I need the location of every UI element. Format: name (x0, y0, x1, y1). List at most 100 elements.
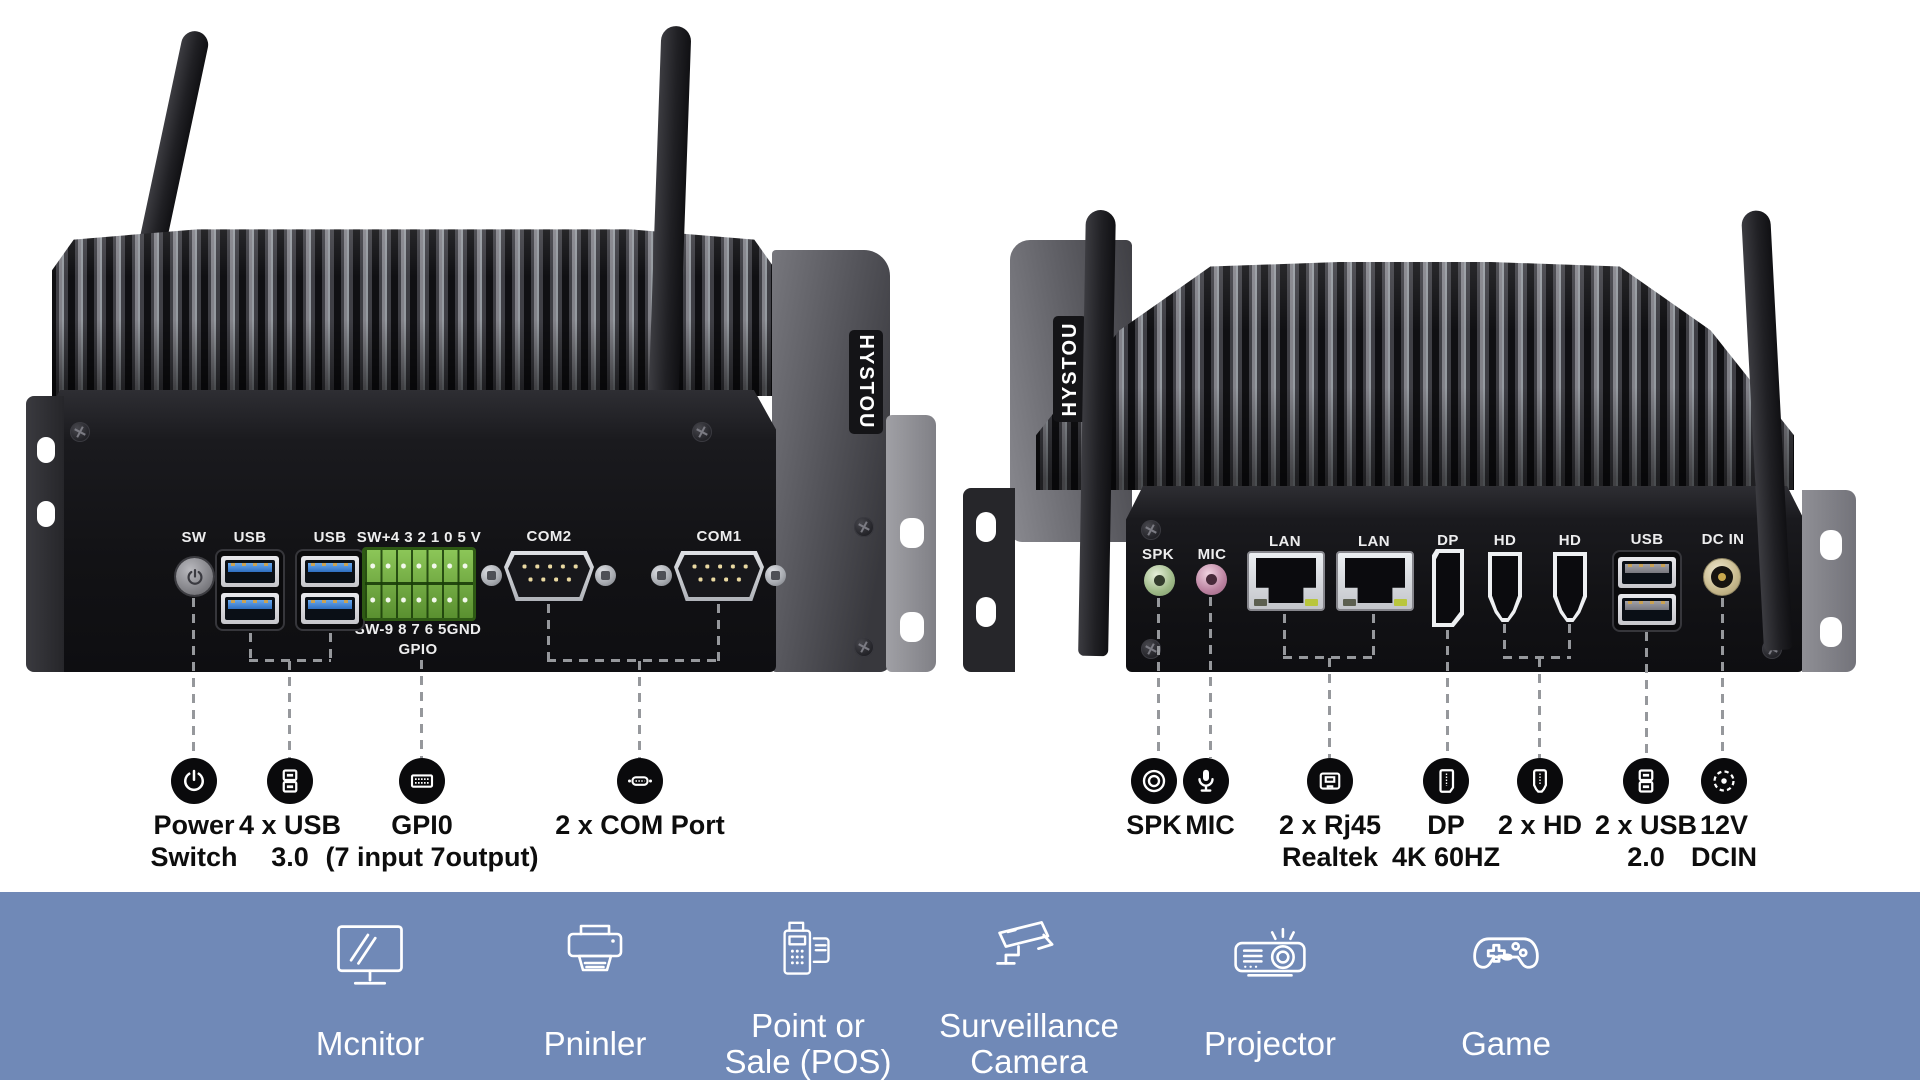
side-panel (772, 250, 890, 672)
dc-icon (1701, 758, 1747, 804)
port-label-spk: SPK (1141, 546, 1175, 563)
banner-item-camera: Surveillance Camera (919, 892, 1139, 1080)
com1-serial-port[interactable] (674, 551, 764, 601)
callout-label: SPK (1126, 810, 1182, 840)
brand-tab (849, 330, 883, 434)
callout-label: 2 x USB (1594, 810, 1698, 840)
banner-label: Surveillance (939, 1007, 1119, 1044)
brand-tab (1053, 316, 1087, 422)
banner-label: Mcnitor (315, 1025, 425, 1062)
usb-port[interactable] (221, 593, 279, 624)
usb-port[interactable] (301, 593, 359, 624)
banner-item-monitor: Mcnitor (260, 892, 480, 1080)
jack-screw (651, 565, 672, 586)
usb-port[interactable] (301, 556, 359, 587)
usb2-port-stack[interactable] (1612, 550, 1682, 632)
callout-line (249, 633, 252, 661)
port-label-dp: DP (1437, 532, 1459, 549)
callout-line (1372, 614, 1375, 658)
callout-line (1503, 624, 1506, 658)
bracket-hole (37, 501, 55, 527)
callout-line (192, 598, 195, 758)
bracket-hole (976, 512, 996, 542)
callout-line (420, 660, 423, 758)
banner-label: Pninler (543, 1025, 647, 1062)
screw (1141, 520, 1161, 540)
callout-label: DP (1427, 810, 1465, 840)
rear-panel (1126, 486, 1804, 672)
banner-item-projector: Projector (1160, 892, 1380, 1080)
usb3-port-stack[interactable] (215, 549, 285, 631)
dc-in-jack[interactable] (1703, 558, 1741, 596)
port-label-lan: LAN (1357, 533, 1391, 550)
front-panel (38, 390, 776, 672)
speaker-jack[interactable] (1144, 565, 1175, 596)
usb-port[interactable] (1618, 557, 1676, 588)
screw (692, 422, 712, 442)
banner-label: Sale (POS) (724, 1043, 892, 1080)
callout-label: Power (153, 810, 235, 840)
callout-line (1446, 630, 1449, 758)
jack-screw (481, 565, 502, 586)
callout-label: 3.0 (271, 842, 309, 872)
bracket-hole (1820, 617, 1842, 647)
callout-label: 2 x COM Port (555, 810, 725, 840)
callout-line (329, 633, 332, 661)
power-button[interactable] (176, 558, 213, 595)
callout-line (1568, 624, 1571, 658)
gpio-name: GPIO (398, 641, 438, 658)
lan-port[interactable] (1336, 551, 1414, 611)
port-label-usb: USB (233, 529, 267, 546)
callout-label: Realtek (1281, 842, 1379, 872)
displayport-icon (1423, 758, 1469, 804)
usb-port[interactable] (221, 556, 279, 587)
usb3-port-stack[interactable] (295, 549, 365, 631)
com2-serial-port[interactable] (504, 551, 594, 601)
lan-port[interactable] (1247, 551, 1325, 611)
callout-label: 2.0 (1627, 842, 1665, 872)
callout-line (288, 661, 291, 758)
callout-line (249, 659, 331, 662)
displayport-port[interactable] (1432, 549, 1464, 627)
callout-label: (7 input 7output) (325, 842, 539, 872)
banner-label: Camera (970, 1043, 1088, 1080)
gpio-icon (399, 758, 445, 804)
pos-icon (783, 921, 830, 975)
callout-label: 2 x HD (1497, 810, 1583, 840)
com-port-icon (617, 758, 663, 804)
port-label-com2: COM2 (526, 528, 572, 545)
callout-line (1538, 658, 1541, 758)
heatsink-fins (1036, 262, 1794, 490)
port-label-usb: USB (1630, 531, 1664, 548)
bracket-hole (37, 437, 55, 463)
use-case-banner (0, 892, 1920, 1080)
callout-label: 4 x USB (238, 810, 342, 840)
callout-line (1283, 656, 1375, 659)
port-label-com1: COM1 (696, 528, 742, 545)
callout-line (1283, 614, 1286, 658)
port-label-mic: MIC (1197, 546, 1227, 563)
usb2-icon (1623, 758, 1669, 804)
gpio-terminal-block[interactable] (362, 547, 476, 621)
banner-item-game: Game (1396, 892, 1616, 1080)
gpio-pinout-top: SW+4 3 2 1 0 5 V (356, 529, 482, 546)
screw (1141, 639, 1161, 659)
callout-label: MIC (1185, 810, 1235, 840)
callout-label: GPI0 (391, 810, 453, 840)
callout-line (1503, 656, 1571, 659)
bracket-hole (1820, 530, 1842, 560)
bracket-hole (976, 597, 996, 627)
usb-port[interactable] (1618, 594, 1676, 625)
mic-jack[interactable] (1196, 564, 1227, 595)
callout-line (1328, 658, 1331, 758)
power-icon (171, 758, 217, 804)
port-label-dcin: DC IN (1701, 531, 1745, 548)
callout-line (1645, 632, 1648, 758)
antenna (1078, 209, 1116, 657)
speaker-icon (1131, 758, 1177, 804)
hdmi-icon (1517, 758, 1563, 804)
bracket-hole (900, 612, 924, 642)
callout-label: 4K 60HZ (1391, 842, 1501, 872)
